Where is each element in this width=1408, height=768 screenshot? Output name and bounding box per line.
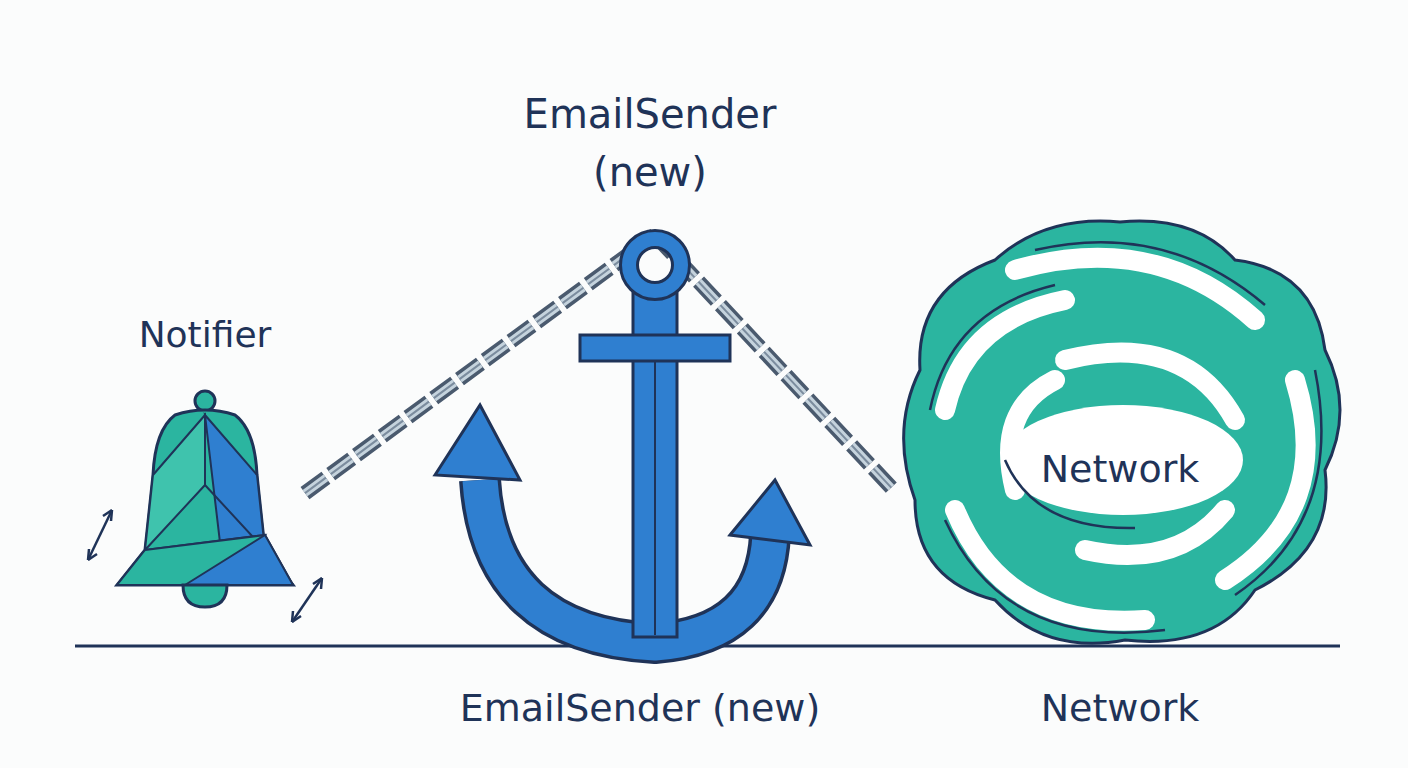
chain-connector <box>655 235 895 492</box>
picture-node: Notifier <box>105 385 305 615</box>
bell-icon <box>105 385 305 615</box>
caption-label: EmailSender (new) <box>460 686 820 730</box>
anchor-icon <box>430 235 870 650</box>
picture-node: Network <box>895 210 1345 650</box>
picture-node: EmailSender (new) <box>430 235 870 650</box>
network-swirl <box>895 210 1345 650</box>
node-heading: EmailSender (new) <box>500 85 800 201</box>
node-heading: Notifier <box>75 309 335 361</box>
caption-label: Network <box>1041 686 1200 730</box>
chain-connector <box>305 235 655 493</box>
node-label: Network <box>1035 442 1206 497</box>
